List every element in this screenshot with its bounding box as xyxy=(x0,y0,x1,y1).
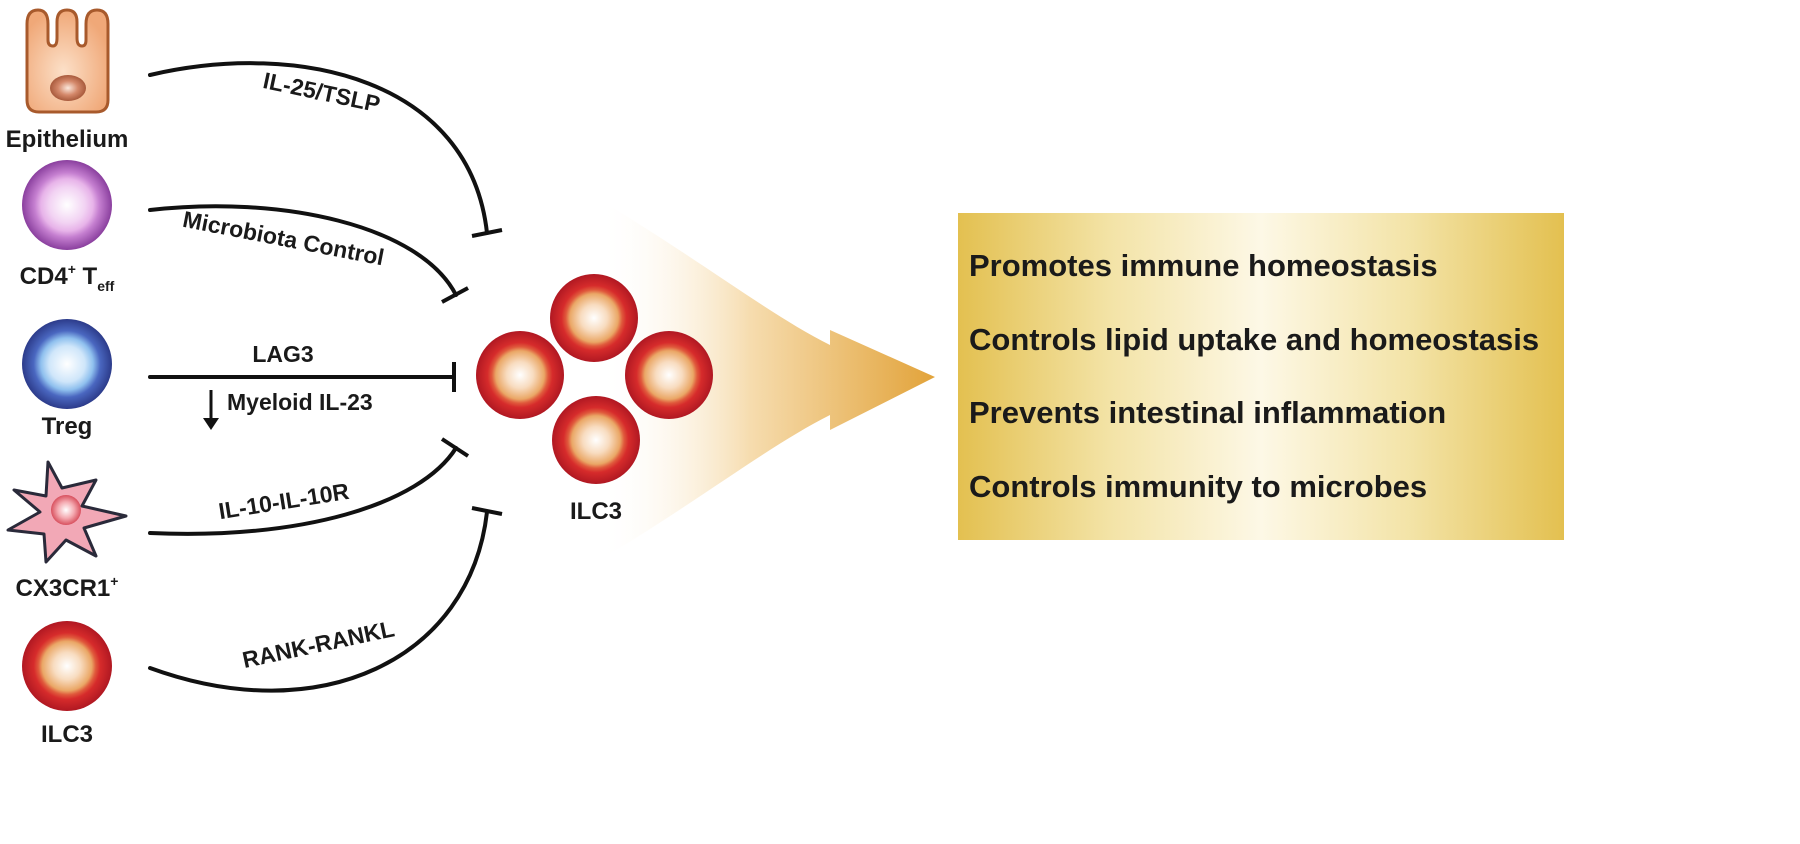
ilc3-target-cell xyxy=(552,396,640,484)
outcome-item: Controls immunity to microbes xyxy=(969,469,1427,504)
edge-microbiota-control xyxy=(148,204,469,304)
cx3cr1-nucleus xyxy=(51,495,81,525)
outcome-item: Promotes immune homeostasis xyxy=(969,248,1438,283)
epithelium-nucleus xyxy=(50,75,86,101)
cx3cr1-dendritic-cell xyxy=(6,460,128,564)
down-arrow-icon xyxy=(203,390,219,430)
ilc3-target-cell xyxy=(625,331,713,419)
outcome-item: Prevents intestinal inflammation xyxy=(969,395,1446,430)
cx3cr1-label: CX3CR1+ xyxy=(16,573,119,602)
edge-il25-tslp xyxy=(148,61,503,238)
epithelium-label: Epithelium xyxy=(6,126,129,153)
outcome-box xyxy=(958,213,1564,540)
cd4-teff-cell xyxy=(22,160,112,250)
outcome-arrow xyxy=(600,200,935,560)
ilc3-target-label: ILC3 xyxy=(570,498,622,525)
edge-label-myeloid-il23: Myeloid IL-23 xyxy=(227,389,373,415)
edge-rank-rankl xyxy=(148,506,503,693)
ilc3-target-cell xyxy=(476,331,564,419)
treg-label: Treg xyxy=(42,413,93,440)
ilc3-source-label: ILC3 xyxy=(41,721,93,748)
edge-il10-il10r xyxy=(148,437,470,536)
edge-label-lag3: LAG3 xyxy=(252,341,313,367)
edge-lag3 xyxy=(148,362,456,392)
ilc3-target-cell xyxy=(550,274,638,362)
edge-label-il25-tslp: IL-25/TSLP xyxy=(261,67,383,117)
outcome-item: Controls lipid uptake and homeostasis xyxy=(969,322,1539,357)
epithelium-cell xyxy=(25,8,110,114)
cd4-teff-label: CD4+ Teff xyxy=(20,261,115,294)
treg-cell xyxy=(22,319,112,409)
edge-label-rank-rankl: RANK-RANKL xyxy=(240,615,397,673)
edge-label-microbiota-control: Microbiota Control xyxy=(181,206,387,271)
ilc3-target-cluster xyxy=(476,274,713,484)
ilc3-source-cell xyxy=(22,621,112,711)
